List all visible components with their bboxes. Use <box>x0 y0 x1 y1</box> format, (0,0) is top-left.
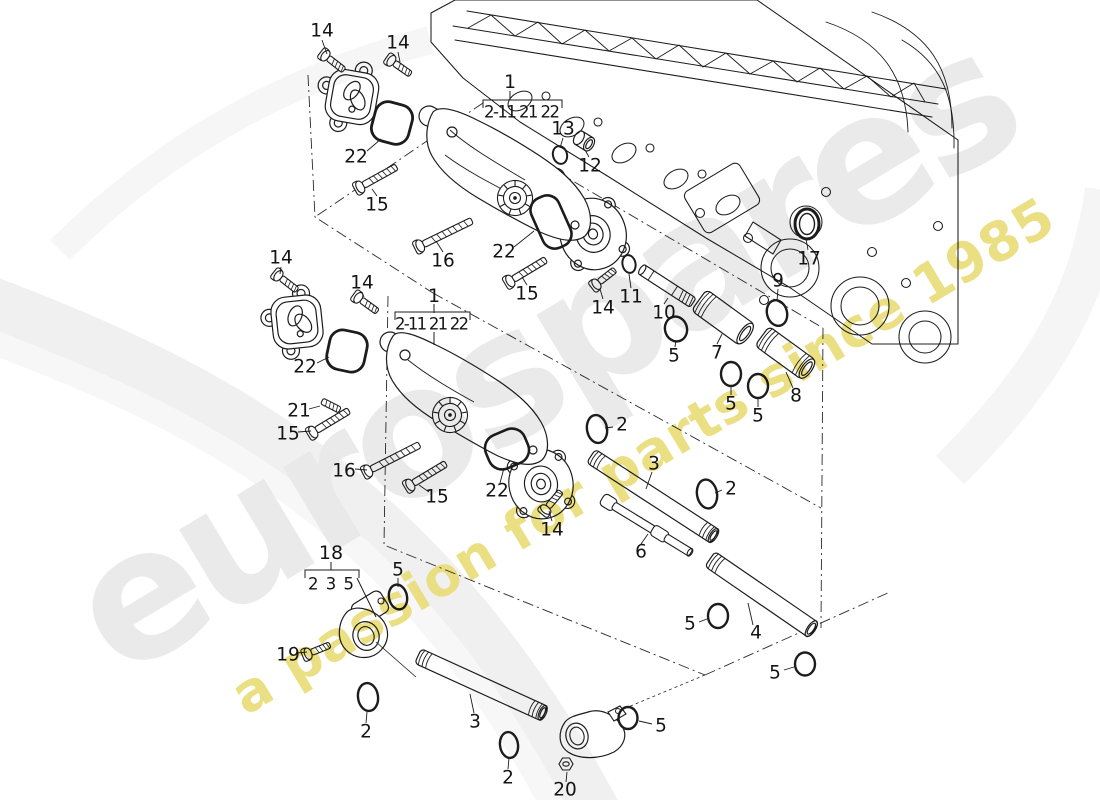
crankcase-face <box>683 162 952 364</box>
cylinder-arcs <box>825 11 955 149</box>
part-label-22: 22 <box>293 357 317 378</box>
bracket-label-1-upper: 1 <box>504 71 516 93</box>
o-ring-5d <box>706 602 730 630</box>
o-ring-2a <box>585 413 609 445</box>
part-label-5: 5 <box>655 716 667 737</box>
bracket-box-lower: 2-11 21 22 <box>395 315 469 334</box>
part-label-15: 15 <box>365 195 389 216</box>
assembly-axis <box>375 641 417 678</box>
part-label-5: 5 <box>684 614 696 635</box>
engine-block <box>430 0 959 364</box>
phantom-boundary-lines <box>307 74 891 708</box>
part-label-5: 5 <box>752 406 764 427</box>
part-label-22: 22 <box>485 481 509 502</box>
connector-8 <box>756 327 816 379</box>
part-label-8: 8 <box>790 386 802 407</box>
part-label-9: 9 <box>772 271 784 292</box>
part-label-5: 5 <box>769 663 781 684</box>
part-label-14: 14 <box>540 520 564 541</box>
shaft-seal-17 <box>793 207 821 241</box>
part-label-22: 22 <box>344 147 368 168</box>
o-ring-5g <box>617 705 639 731</box>
part-label-2: 2 <box>360 722 372 743</box>
part-label-2: 2 <box>725 479 737 500</box>
o-ring-9 <box>765 298 789 328</box>
part-label-14: 14 <box>350 273 374 294</box>
part-label-3: 3 <box>469 712 481 733</box>
part-label-10: 10 <box>652 303 676 324</box>
part-label-2: 2 <box>616 415 628 436</box>
gasket-22-outlet-upper <box>529 194 573 250</box>
stud-21 <box>320 398 342 413</box>
shaft-10 <box>638 264 696 307</box>
part-label-2: 2 <box>502 768 514 789</box>
part-label-5: 5 <box>668 346 680 367</box>
leader-lines <box>279 39 809 783</box>
o-ring-5e <box>793 651 817 677</box>
part-label-15: 15 <box>425 487 449 508</box>
pipe-6 <box>599 493 694 557</box>
o-ring-2c <box>356 681 380 713</box>
part-label-6: 6 <box>635 542 647 563</box>
part-label-11: 11 <box>619 287 643 308</box>
o-ring-22-cover-upper <box>369 100 415 146</box>
bracket-group-1-upper: 1 2-11 21 22 <box>482 71 563 122</box>
pipe-3-middle <box>587 450 720 544</box>
part-label-14: 14 <box>591 298 615 319</box>
oil-pump-housing-upper <box>418 105 592 241</box>
chain-rail-zigzag <box>467 14 926 103</box>
bracket-label-18: 18 <box>319 542 343 564</box>
coolant-pipes <box>585 413 819 677</box>
cover-plate-lower <box>257 282 327 363</box>
oil-pump-housing-lower <box>379 331 549 465</box>
part-label-14: 14 <box>310 21 334 42</box>
o-ring-13 <box>551 145 569 165</box>
part-label-4: 4 <box>750 623 762 644</box>
part-label-16: 16 <box>431 251 455 272</box>
elbow-fitting-18 <box>338 590 390 659</box>
part-label-13: 13 <box>551 119 575 140</box>
o-ring-2b <box>695 478 719 510</box>
housing-body <box>426 108 592 241</box>
bracket-box-upper: 2-11 21 22 <box>484 103 560 122</box>
o-ring-11 <box>621 254 637 274</box>
watermark-swooshes <box>0 26 1100 800</box>
bolt-16a <box>411 213 476 256</box>
part-label-22: 22 <box>492 242 516 263</box>
part-label-12: 12 <box>578 156 602 177</box>
part-label-19: 19 <box>276 645 300 666</box>
o-ring-5a <box>663 315 689 343</box>
part-label-21: 21 <box>287 401 311 422</box>
bushing-12 <box>572 130 596 152</box>
part-label-7: 7 <box>711 343 723 364</box>
part-label-15: 15 <box>515 284 539 305</box>
seals-lower <box>320 328 531 471</box>
bolt-14d <box>269 266 302 296</box>
sleeve-7 <box>692 290 754 345</box>
pipe-4 <box>705 552 819 638</box>
part-label-5: 5 <box>725 394 737 415</box>
bracket-group-1-lower: 1 2-11 21 22 <box>394 285 471 345</box>
gasket-22-outlet-lower <box>483 427 531 471</box>
part-label-14: 14 <box>269 248 293 269</box>
part-label-17: 17 <box>797 249 821 270</box>
o-ring-22-cover-lower <box>325 328 369 374</box>
part-label-3: 3 <box>648 454 660 475</box>
bracket-label-1-lower: 1 <box>428 285 440 307</box>
